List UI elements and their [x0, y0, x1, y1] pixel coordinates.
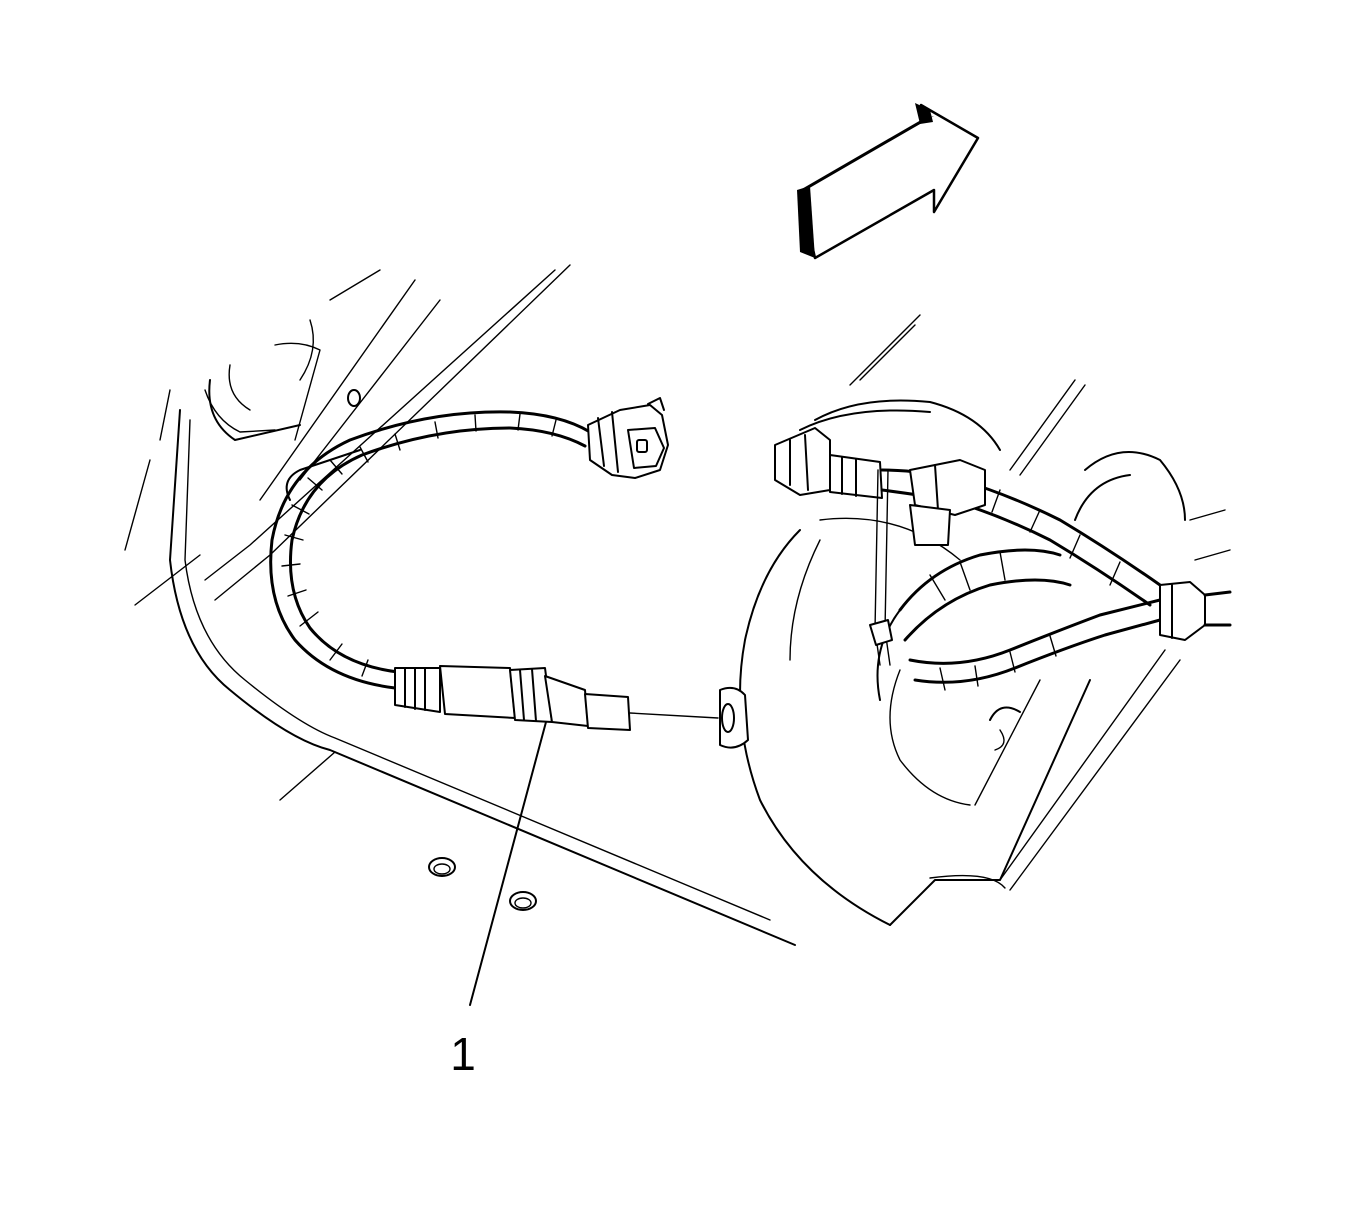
vehicle-wiring-harness [774, 427, 1232, 691]
forward-direction-arrow-icon [797, 103, 980, 260]
sensor-wire-harness [269, 410, 592, 690]
callout-1-leader-line [469, 721, 547, 1006]
oxygen-sensor [394, 665, 631, 731]
callout-1: 1 [450, 721, 547, 1080]
sensor-connector [587, 397, 669, 479]
installation-guide-line [629, 712, 719, 719]
body-panel [124, 264, 796, 946]
exhaust-pipe [719, 517, 1181, 926]
engine-components [799, 314, 1231, 751]
callout-1-label: 1 [450, 1028, 476, 1080]
